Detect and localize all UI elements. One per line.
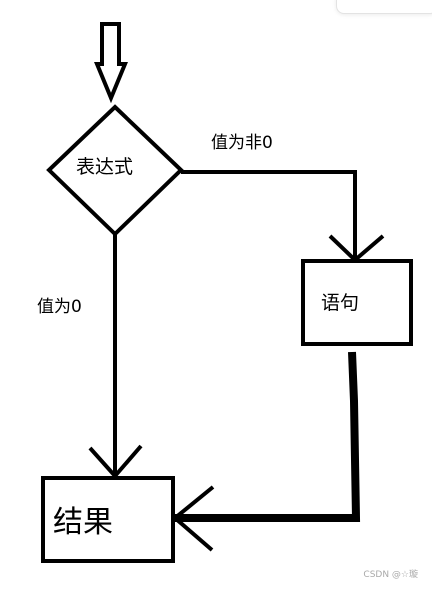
statement-box [301, 259, 413, 346]
corner-card [336, 0, 432, 14]
connector-nonzero [181, 170, 357, 258]
zero-branch-label: 值为0 [37, 297, 82, 317]
entry-arrow [94, 22, 128, 104]
result-label: 结果 [53, 505, 113, 540]
connector-statement-to-result [175, 351, 361, 522]
watermark: CSDN @☆璇 [363, 570, 418, 580]
result-box [41, 476, 175, 563]
statement-label: 语句 [321, 292, 360, 314]
expression-label: 表达式 [76, 156, 134, 178]
nonzero-branch-label: 值为非0 [211, 133, 273, 153]
